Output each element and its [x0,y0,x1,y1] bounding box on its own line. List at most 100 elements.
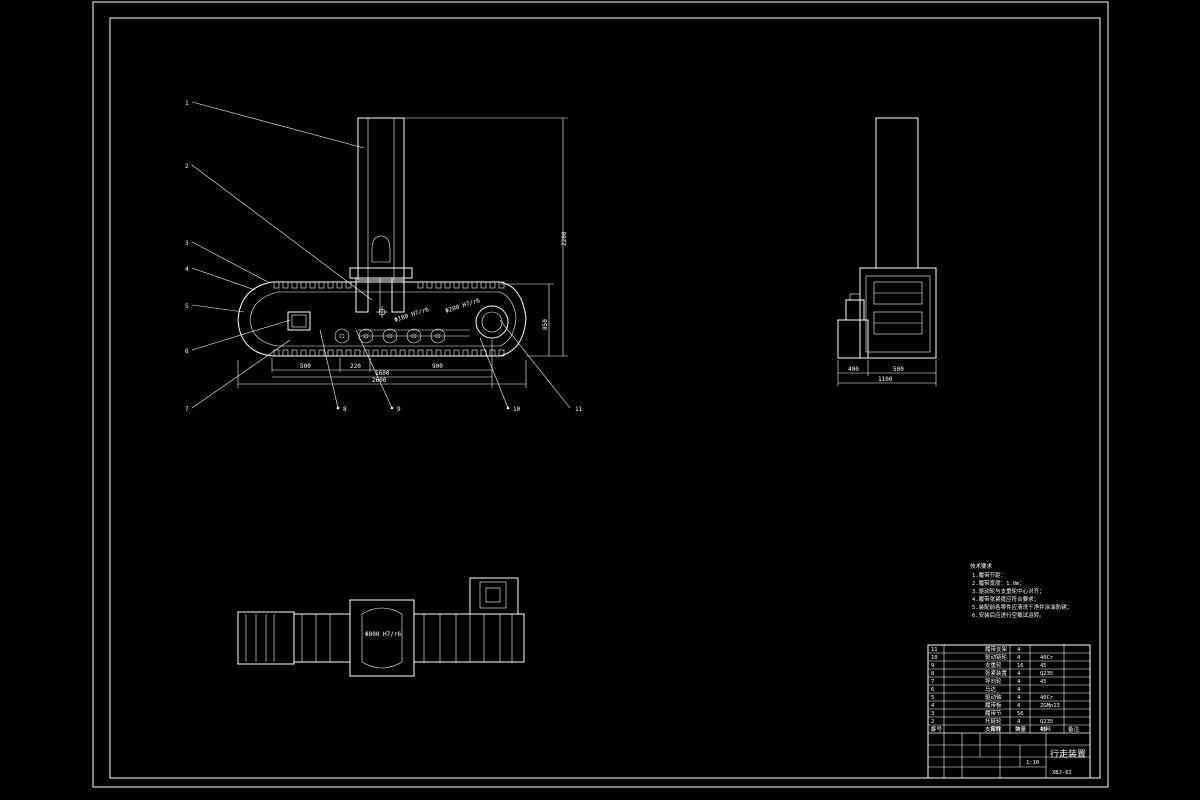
track-tooth [435,349,442,357]
track-tooth [498,281,505,289]
parts-cell: ZGMn13 [1040,703,1060,709]
part-label-4: 4 [185,266,189,273]
parts-cell: 45 [1040,663,1047,669]
track-tooth [426,281,433,289]
parts-cell: 4 [1017,703,1021,709]
parts-cell: 支撑柱 [985,725,1002,733]
header-name: 名称 [990,725,1002,733]
track-tooth [399,349,406,357]
parts-cell: 4 [1017,679,1021,685]
parts-cell: 11 [931,647,938,653]
parts-cell: 7 [931,679,934,685]
parts-cell: 9 [931,663,934,669]
parts-cell: Q235 [1040,671,1053,677]
track-tooth [444,281,451,289]
parts-cell: 45 [1040,727,1047,733]
note-line-4: 4.履带张紧度应符合要求； [972,595,1039,603]
track-tooth [336,349,343,357]
track-tooth [336,281,343,289]
part-label-10: 10 [513,406,521,413]
drawing-scale: 1:10 [1026,760,1039,766]
track-tooth [462,349,469,357]
fit-annotation-2: Φ200 H7/r6 [444,297,481,315]
track-tooth [435,281,442,289]
header-no: 序号 [931,725,943,733]
dim-1600: 1600 [375,370,390,377]
track-tooth [345,281,352,289]
track-tooth [372,349,379,357]
parts-cell: 4 [1017,655,1021,661]
track-tooth [318,281,325,289]
track-tooth [318,349,325,357]
fit-annotation-1: Φ180 H7/r6 [393,306,430,324]
parts-cell: 2 [931,719,934,725]
parts-cell: 托链轮 [985,717,1002,725]
drawing-number: XBJ-02 [1052,770,1072,776]
dim-side-1100: 1100 [878,376,893,383]
parts-cell: 驱动轴 [985,693,1002,701]
track-tooth [273,281,280,289]
track-tooth [291,349,298,357]
parts-cell: 1 [931,727,934,733]
track-tooth [480,281,487,289]
track-tooth [345,349,352,357]
parts-cell: 4 [1017,695,1021,701]
track-tooth [408,349,415,357]
parts-cell: 导向轮 [985,677,1002,685]
side-view: 400 500 1100 [837,117,937,386]
top-view: Φ800 H7/r6 [237,577,525,677]
track-tooth [471,281,478,289]
dim-220: 220 [350,363,361,370]
track-tooth [300,349,307,357]
note-line-5: 5.装配前各零件应清洗干净并涂油防锈； [972,603,1072,611]
dim-height-total: 2200 [561,231,568,246]
parts-cell: 4 [931,703,935,709]
parts-cell: 8 [931,671,934,677]
inner-border [109,17,1101,779]
part-label-9: 9 [397,406,401,413]
track-tooth [390,349,397,357]
parts-cell: 3 [931,711,934,717]
note-line-3: 3.驱动轮与支重轮中心对齐； [972,587,1045,595]
part-label-11: 11 [575,406,583,413]
part-label-3: 3 [185,240,189,247]
track-tooth [327,349,334,357]
notes-heading: 技术要求 [970,562,993,570]
track-tooth [282,349,289,357]
track-tooth [309,281,316,289]
dim-500: 500 [300,363,311,370]
front-view: Φ180 H7/r6 Φ200 H7/r6 2200 850 500 220 9… [185,100,583,413]
header-qty: 数量 [1015,725,1027,733]
drawing-name: 行走装置 [1050,748,1086,760]
track-tooth [282,281,289,289]
parts-cell: 4 [1017,647,1021,653]
note-line-6: 6.安装后应进行空载试运转。 [972,611,1045,619]
parts-cell: 4 [1017,727,1021,733]
parts-cell: 履带支架 [985,645,1008,653]
parts-cell: 56 [1017,711,1024,717]
support-column [357,117,405,281]
parts-cell: 5 [931,695,934,701]
dim-side-400: 400 [848,366,859,373]
parts-cell: 45 [1040,679,1047,685]
part-label-1: 1 [185,100,189,107]
parts-cell: 4 [1017,687,1021,693]
dim-900: 900 [432,363,443,370]
part-label-2: 2 [185,163,189,170]
technical-notes: 技术要求 1.履带节距： 2.履带宽度：1.0m； 3.驱动轮与支重轮中心对齐；… [970,562,1072,619]
track-tooth [489,349,496,357]
parts-cell: 张紧装置 [985,669,1008,677]
outer-border [92,1,1109,788]
road-wheel [334,328,350,344]
parts-cell: 履带板 [985,701,1002,709]
parts-cell: 10 [931,655,938,661]
note-line-2: 2.履带宽度：1.0m； [972,579,1025,587]
part-label-6: 6 [185,348,189,355]
track-tooth [354,349,361,357]
parts-cell: 4 [1017,719,1021,725]
parts-cell: 支重轮 [985,661,1002,669]
parts-cell: 40Cr [1040,655,1054,661]
parts-cell: 16 [1017,663,1024,669]
part-label-7: 7 [185,406,189,413]
